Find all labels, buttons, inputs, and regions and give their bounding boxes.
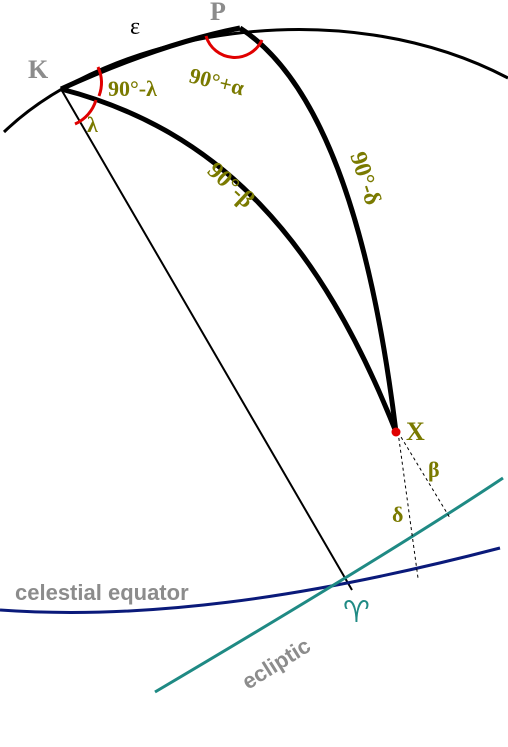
label-side-kx: 90°-β	[202, 157, 259, 213]
label-epsilon: ε	[130, 14, 140, 40]
label-p: P	[210, 0, 226, 26]
side-k-x	[60, 86, 399, 433]
ecliptic-line	[154, 476, 504, 694]
label-beta: β	[428, 457, 440, 482]
angle-arc-k-bottom	[74, 99, 98, 126]
celestial-equator-line	[0, 546, 501, 614]
label-k: K	[28, 55, 49, 84]
label-x: X	[406, 417, 425, 446]
point-x-marker	[391, 427, 401, 437]
sphere-outline	[2, 28, 508, 134]
label-celestial-equator: celestial equator	[15, 580, 189, 605]
line-k-to-equinox	[60, 88, 353, 591]
angle-arc-k-top	[96, 66, 103, 97]
label-delta: δ	[392, 502, 403, 527]
delta-dashed-line	[397, 431, 419, 579]
beta-dashed-line	[397, 431, 451, 519]
aries-icon: ♈	[343, 595, 370, 630]
side-p-x	[238, 25, 399, 433]
label-angle-p: 90°+α	[187, 63, 248, 101]
label-ecliptic: ecliptic	[237, 633, 315, 694]
label-angle-k-bottom: λ	[87, 112, 98, 137]
side-k-p	[59, 25, 241, 92]
angle-arc-p	[204, 35, 264, 59]
label-angle-k-top: 90°-λ	[108, 76, 157, 101]
